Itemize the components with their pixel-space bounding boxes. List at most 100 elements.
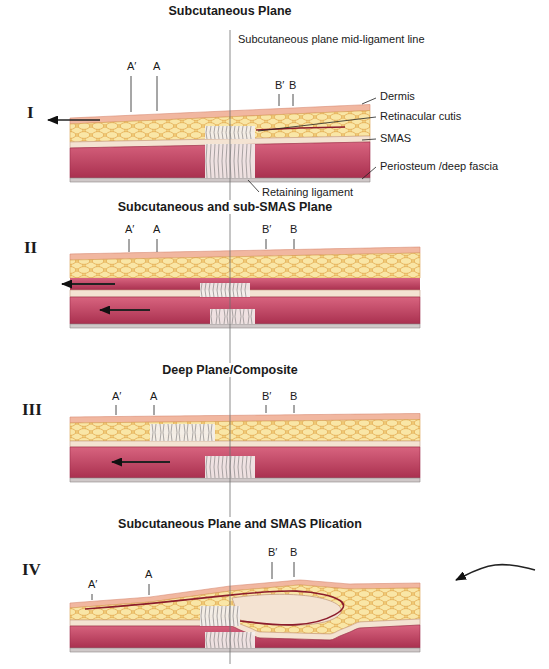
smas-fold [232,594,341,625]
leader-line [362,139,376,140]
ligament-fiber [226,456,227,478]
ligament-fiber [238,632,239,648]
ligament-fiber [250,456,251,478]
ligament-fiber [242,144,243,178]
ligament-fiber [168,424,169,441]
point-tick [279,94,280,106]
ligament-fiber [237,283,238,297]
point-label: A [153,223,160,236]
ligament-fiber [221,283,222,297]
panel-two [62,239,420,328]
panel-three [70,405,420,482]
panel-four [70,562,535,652]
point-tick [157,239,158,252]
ligament-fiber [201,283,202,297]
ligament-fiber [224,309,225,324]
layer-label: Retaining ligament [262,186,353,199]
layer-label: SMAS [380,132,411,145]
mid-ligament-line [230,30,231,664]
traction-arrow [456,565,535,580]
ligament-fiber [209,606,210,626]
ligament-fiber [226,126,227,139]
retinacular-cutis [150,424,215,441]
ligament-fiber [250,126,251,139]
point-tick [293,94,294,106]
ligament-fiber [233,606,234,626]
layer-label: Periosteum /deep fascia [380,160,498,173]
ligament-fiber [179,424,180,441]
ligament-fiber [214,144,215,178]
ligament-fiber [250,632,251,648]
point-tick [294,239,295,249]
ligament-fiber [192,424,193,441]
ligament-fiber [206,632,207,648]
layer-label: Dermis [380,90,415,103]
ligament-fiber [214,456,215,478]
ligament-fiber [217,606,218,626]
point-tick [149,584,150,595]
leader-line [248,180,259,192]
deep-layer [70,142,370,178]
panel-title: Deep Plane/Composite [159,363,300,377]
ligament-fiber [246,126,247,139]
ligament-fiber [206,144,207,178]
ligament-fiber [210,456,211,478]
ligament-fiber [222,632,223,648]
point-tick [266,239,267,249]
ligament-fiber [160,424,161,441]
ligament-fiber [225,606,226,626]
ligament-fiber [234,632,235,648]
point-tick [157,76,158,111]
deep-layer [70,447,420,478]
ligament-fiber [217,283,218,297]
ligament-fiber [238,456,239,478]
ligament-fiber [246,456,247,478]
ligament-fiber [234,126,235,139]
ligament-fiber [184,424,185,441]
ligament-fiber [242,632,243,648]
ligament-fiber [218,126,219,139]
ligament-fiber [219,309,220,324]
ligament-fiber [163,424,164,441]
ligament-fiber [234,144,235,178]
point-label: B [290,546,297,559]
ligament-fiber [235,309,236,324]
leader-line [362,98,376,104]
point-label: B′ [262,223,271,236]
traction-arrow [62,283,115,285]
ligament-fiber [210,632,211,648]
point-label: B [289,79,296,92]
panel-title: Subcutaneous and sub-SMAS Plane [115,200,336,214]
periosteum-layer [70,478,420,482]
retinacular-cutis [200,283,250,297]
ligament-fiber [233,283,234,297]
periosteum-layer [70,648,420,652]
point-tick [129,239,130,252]
point-label: A [145,568,152,581]
panel-one [48,76,376,192]
ligament-fiber [210,144,211,178]
smas-layer [70,441,420,447]
ligament-fiber [222,144,223,178]
point-label: B′ [268,546,277,559]
guide-line-label: Subcutaneous plane mid-ligament line [238,33,425,46]
ligament-fiber [238,144,239,178]
ligament-fiber [214,126,215,139]
ligament-fiber [251,309,252,324]
ligament-fiber [216,309,217,324]
ligament-fiber [211,424,212,441]
point-tick [266,405,267,413]
ligament-fiber [209,283,210,297]
point-label: A′ [125,223,134,236]
ligament-fiber [200,424,201,441]
layer-label: Retinacular cutis [380,110,461,123]
ligament-fiber [208,424,209,441]
ligament-fiber [195,424,196,441]
panel-title: Subcutaneous Plane and SMAS Plication [115,517,365,531]
ligament-fiber [152,424,153,441]
leader-line [258,117,376,131]
point-tick [294,405,295,413]
ligament-fiber [155,424,156,441]
point-label: B [290,390,297,403]
